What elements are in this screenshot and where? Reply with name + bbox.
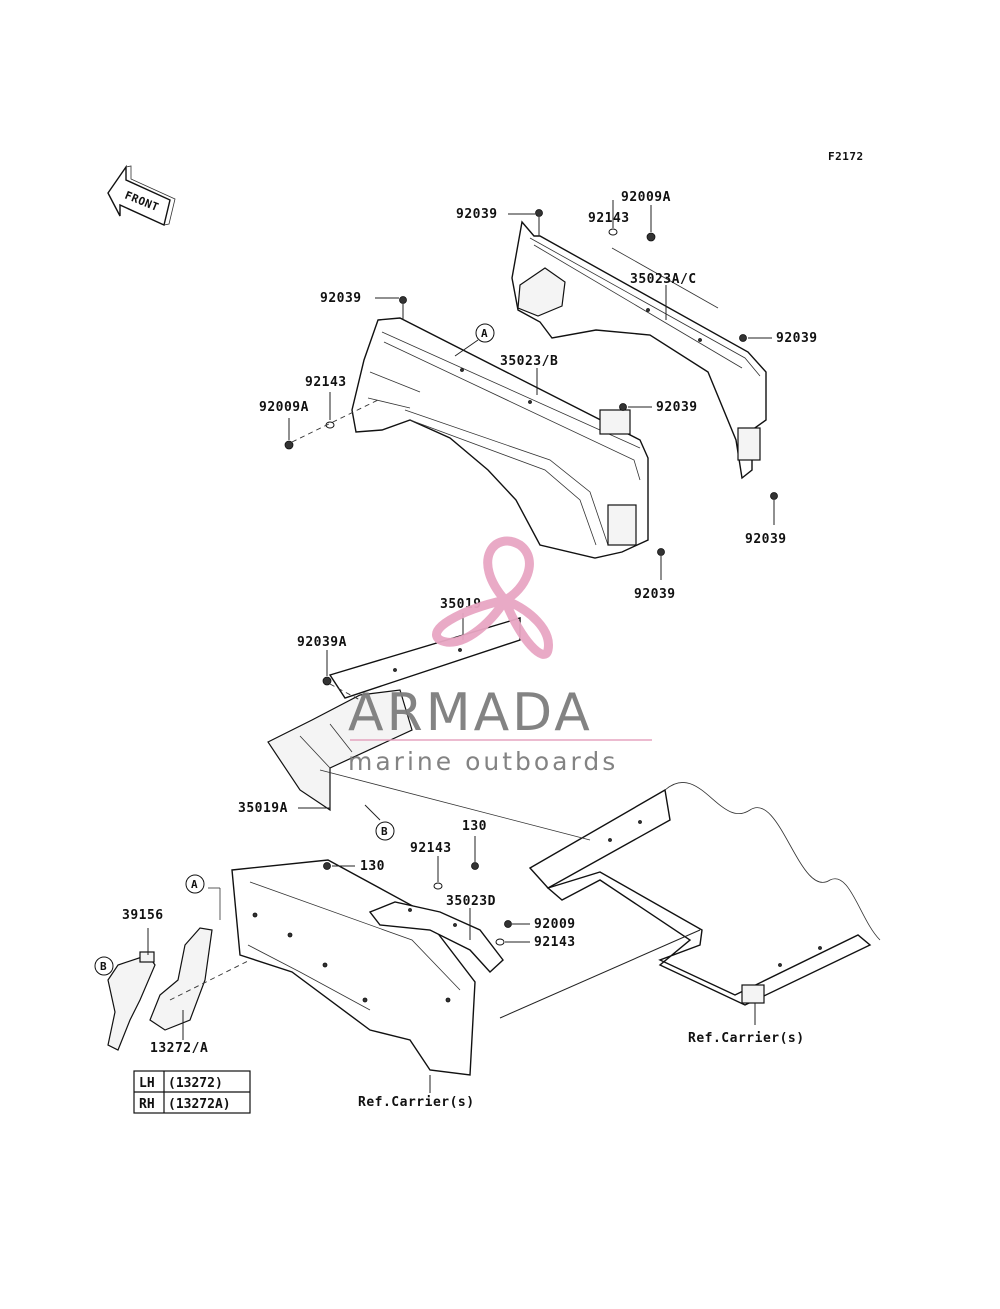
- fastener-92009A-left: [284, 399, 379, 450]
- label-92009A-top: 92009A: [621, 190, 671, 205]
- label-13272A: 13272/A: [150, 1041, 208, 1056]
- watermark-tagline: marine outboards: [348, 747, 618, 776]
- label-92039A: 92039A: [297, 635, 347, 650]
- fastener-92039-top: [535, 209, 543, 236]
- label-39156: 39156: [122, 908, 164, 923]
- callout-a-upper: A: [475, 323, 495, 343]
- label-ref-carrier-right: Ref.Carrier(s): [688, 1031, 805, 1046]
- label-35023D: 35023D: [446, 894, 496, 909]
- fastener-92039-low: [657, 548, 665, 556]
- table-row-2-part: (13272A): [168, 1097, 231, 1112]
- bracket-39156: [107, 951, 156, 1051]
- fastener-92039-mid: [619, 403, 627, 411]
- callout-b-middle: B: [375, 821, 395, 841]
- bracket-13272: [149, 927, 213, 1031]
- label-92039-low: 92039: [634, 587, 676, 602]
- label-35023AC: 35023A/C: [630, 272, 697, 287]
- fastener-92039A: [322, 676, 361, 701]
- label-92143-top: 92143: [588, 211, 630, 226]
- figure-code: F2172: [828, 150, 864, 163]
- label-92009A-left: 92009A: [259, 400, 309, 415]
- svg-text:A: A: [481, 327, 488, 340]
- label-92039-top: 92039: [456, 207, 498, 222]
- washer-92143-top: [608, 228, 618, 236]
- table-row-2-side: RH: [139, 1097, 155, 1112]
- side-table: LH (13272) RH (13272A): [133, 1070, 251, 1114]
- label-92143-c: 92143: [410, 841, 452, 856]
- watermark: ARMADA marine outboards: [348, 536, 652, 776]
- fastener-92009A-top: [646, 232, 656, 242]
- label-35019A: 35019A: [238, 801, 288, 816]
- table-row-1-part: (13272): [168, 1076, 223, 1091]
- label-130-b: 130: [462, 819, 487, 834]
- label-92039-left: 92039: [320, 291, 362, 306]
- label-92143-d: 92143: [534, 935, 576, 950]
- panel-35019A: [267, 689, 413, 812]
- callout-b-lower: B: [94, 956, 114, 976]
- callout-a-lower: A: [185, 874, 205, 894]
- fastener-92039-r2: [770, 492, 778, 500]
- svg-text:B: B: [381, 825, 388, 838]
- fastener-92039-r1: [739, 334, 747, 342]
- fender-35023D: [368, 901, 504, 973]
- carrier-frame-right: [319, 769, 881, 1025]
- inner-fender-panel: [231, 859, 476, 1076]
- fastener-130-a: [323, 862, 331, 870]
- label-92039-mid: 92039: [656, 400, 698, 415]
- svg-text:A: A: [191, 878, 198, 891]
- label-130-a: 130: [360, 859, 385, 874]
- washer-92143-d: [495, 938, 505, 946]
- label-ref-carrier-left: Ref.Carrier(s): [358, 1095, 475, 1110]
- table-row-1-side: LH: [139, 1076, 155, 1091]
- label-92143-left: 92143: [305, 375, 347, 390]
- label-92009: 92009: [534, 917, 576, 932]
- fender-35023AC: [511, 220, 767, 480]
- svg-text:B: B: [100, 960, 107, 973]
- fastener-130-b: [471, 862, 479, 870]
- propeller-logo-icon: [432, 536, 553, 659]
- fastener-92039-left: [399, 296, 407, 320]
- label-92039-r1: 92039: [776, 331, 818, 346]
- label-92039-r2: 92039: [745, 532, 787, 547]
- fastener-92009: [504, 920, 512, 928]
- label-35023B: 35023/B: [500, 354, 558, 369]
- fender-35023B: [351, 317, 649, 559]
- washer-92143-c: [433, 882, 443, 890]
- watermark-brand: ARMADA: [348, 683, 593, 743]
- front-arrow-icon: FRONT: [107, 164, 176, 226]
